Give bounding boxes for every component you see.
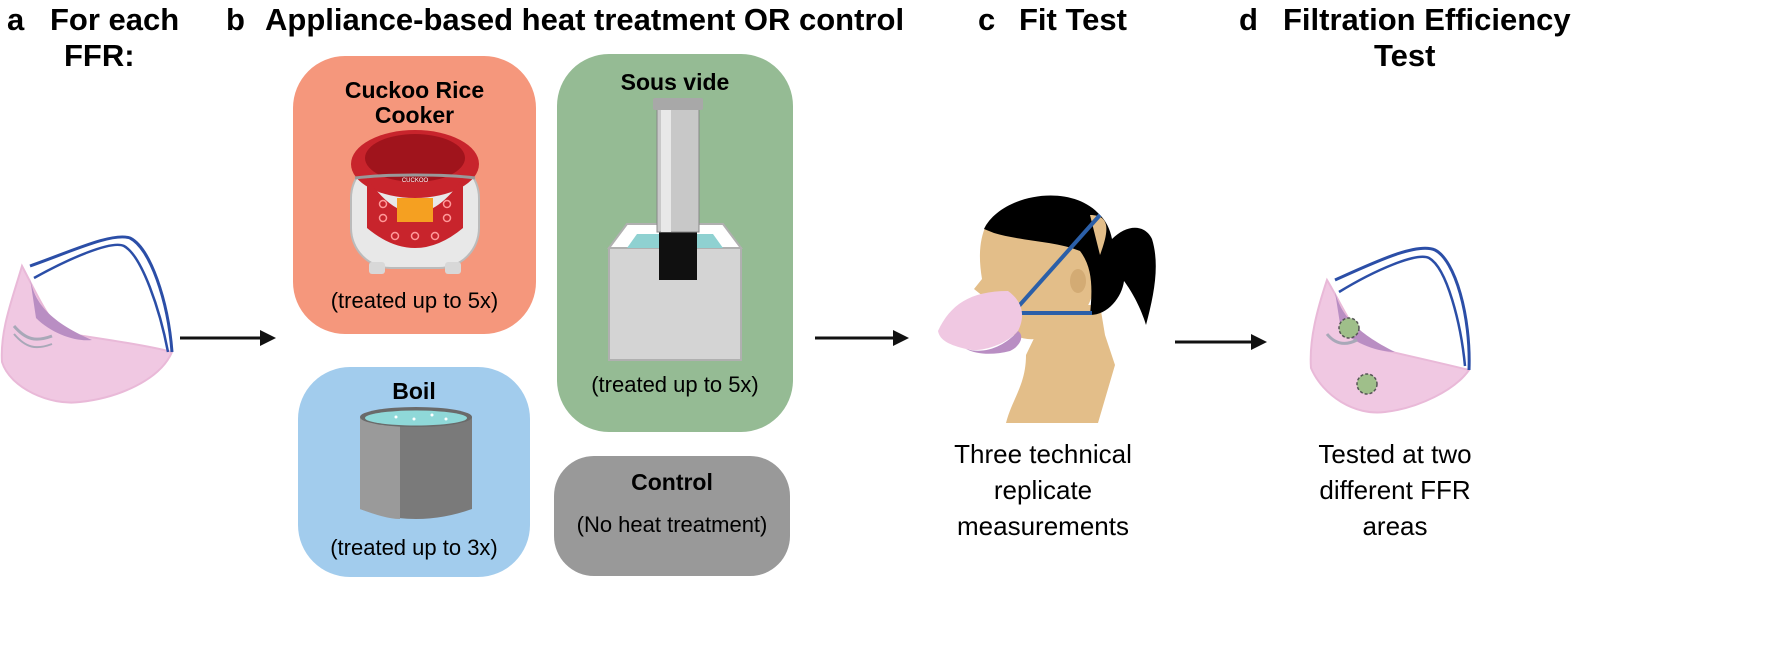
sous-vide-note: (treated up to 5x) [591,372,759,397]
rice-cooker-title-line1: Cuckoo Rice [344,77,485,103]
panel-c-caption-line3: measurements [957,511,1129,541]
panel-c-caption: Three technical replicate measurements [930,436,1156,544]
panel-d-caption-line1: Tested at two [1318,439,1472,469]
panel-b-title: Appliance-based heat treatment OR contro… [265,2,905,37]
control-title: Control [631,469,713,495]
boil-title: Boil [392,378,436,404]
sous-vide-title: Sous vide [620,69,730,95]
boiling-pot-icon [360,407,472,519]
panel-d-title-line1: Filtration Efficiency [1283,2,1571,37]
test-area-1-icon [1338,317,1360,339]
boil-note: (treated up to 3x) [330,535,498,560]
arrow-a-to-b [180,330,276,346]
panel-a-title-line1: For each [50,2,180,37]
ffr-mask-illustration [0,235,174,404]
rice-cooker-icon: CUCKOO [350,130,480,274]
arrow-c-to-d [1175,334,1267,350]
panel-d-letter: d [1239,2,1258,37]
panel-c-letter: c [978,2,996,37]
fit-test-head-illustration [938,195,1156,423]
boil-box: Boil (treated up to 3x) [298,367,530,577]
panel-b-letter: b [226,2,245,37]
panel-d-caption: Tested at two different FFR areas [1290,436,1500,544]
rice-cooker-box: Cuckoo Rice Cooker CUCKOO (treated up to… [293,56,536,334]
panel-d-caption-line3: areas [1362,511,1428,541]
test-area-2-icon [1356,373,1378,395]
rice-cooker-note: (treated up to 5x) [330,288,499,313]
control-note: (No heat treatment) [576,512,768,537]
sous-vide-box: Sous vide (treated up to 5x) [557,54,793,432]
panel-c-title: Fit Test [1019,2,1127,37]
control-box: Control (No heat treatment) [554,456,790,576]
panel-a-letter: a [7,2,25,37]
panel-a-title-line2: FFR: [64,38,135,73]
panel-c-caption-line1: Three technical [954,439,1132,469]
arrow-b-to-c [815,330,909,346]
ffr-mask-test-areas-illustration [1309,246,1471,414]
panel-c-caption-line2: replicate [993,475,1093,505]
rice-cooker-title-line2: Cooker [374,102,455,128]
sous-vide-icon [607,98,743,361]
panel-d-caption-line2: different FFR [1319,475,1471,505]
rice-cooker-brand: CUCKOO [402,178,429,184]
panel-d-title-line2: Test [1374,38,1436,73]
